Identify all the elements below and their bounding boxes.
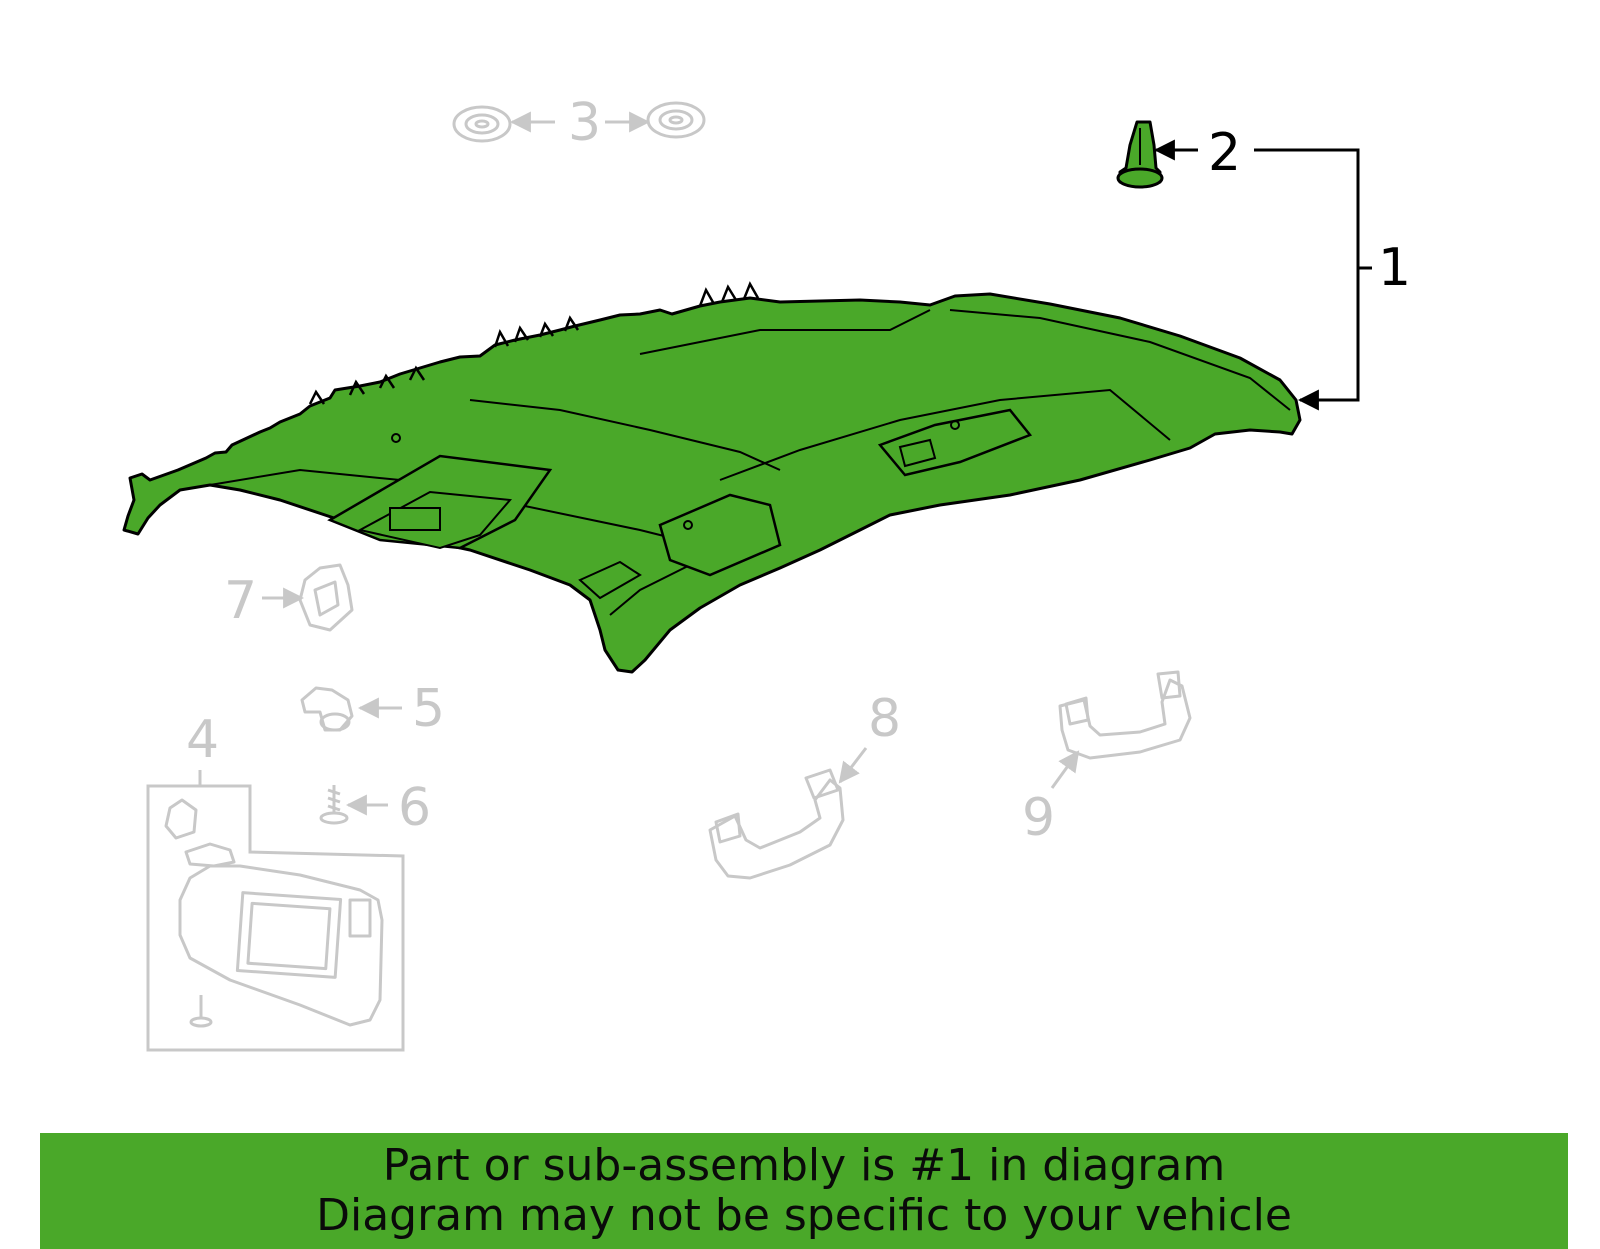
sun-visor-icon bbox=[164, 798, 384, 1028]
clip-icon bbox=[300, 686, 354, 732]
clip-icon bbox=[298, 563, 354, 632]
info-banner-background bbox=[40, 1133, 1568, 1249]
callout-5: 5 bbox=[412, 679, 445, 739]
callout-4: 4 bbox=[186, 710, 219, 770]
headliner-icon[interactable] bbox=[122, 281, 1302, 674]
callout-8-arrow bbox=[838, 747, 868, 784]
banner-line-1: Part or sub-assembly is #1 in diagram bbox=[382, 1140, 1226, 1191]
callout-7: 7 bbox=[224, 571, 257, 631]
screw-icon bbox=[319, 785, 349, 825]
callout-1: 1 bbox=[1378, 238, 1411, 298]
callout-1-bracket bbox=[1254, 148, 1360, 411]
callout-2: 2 bbox=[1208, 123, 1241, 183]
callout-9: 9 bbox=[1022, 788, 1055, 848]
callout-4-box bbox=[146, 784, 405, 1052]
callout-6: 6 bbox=[398, 778, 431, 838]
push-retainer-clip-icon[interactable] bbox=[1116, 120, 1164, 189]
callout-9-arrow bbox=[1050, 750, 1080, 789]
callout-8: 8 bbox=[868, 689, 901, 749]
grab-handle-icon bbox=[708, 768, 845, 880]
banner-line-2: Diagram may not be specific to your vehi… bbox=[316, 1190, 1292, 1241]
callout-3: 3 bbox=[568, 93, 601, 153]
grab-handle-icon bbox=[1058, 670, 1192, 760]
info-banner: Part or sub-assembly is #1 in diagram Di… bbox=[40, 1133, 1568, 1249]
